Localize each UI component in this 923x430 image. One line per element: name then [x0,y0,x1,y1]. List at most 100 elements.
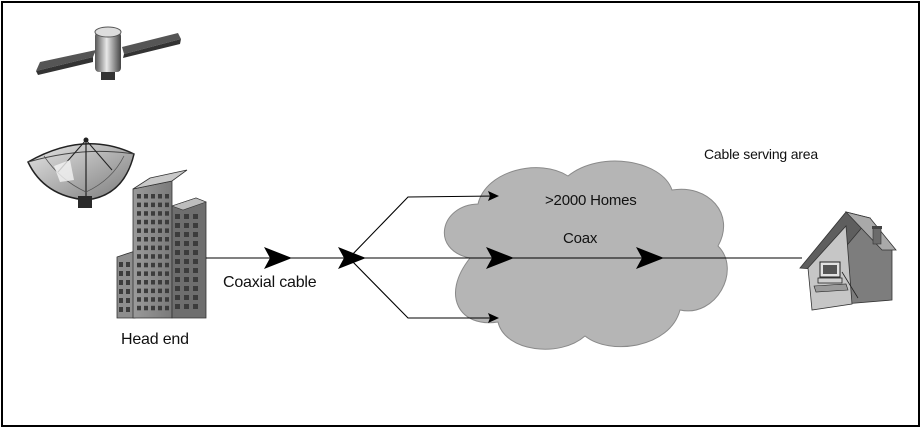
building-window [184,250,189,255]
building-window [165,194,169,199]
building-window [137,280,141,285]
building-window [184,259,189,264]
building-window [158,288,162,294]
building-window [119,280,123,285]
building-window [144,194,148,199]
building-window [184,277,189,282]
building-window [119,298,123,303]
building-window [175,259,180,264]
building-window [144,228,148,233]
building-window [137,297,141,302]
building-window [126,298,130,303]
building-window [137,305,141,311]
building-window [165,271,169,276]
building-window [193,304,198,309]
arrow-head [264,247,292,269]
building-window [184,223,189,228]
building-window [126,289,130,294]
building-window [137,202,141,208]
building-window [165,219,169,225]
building-window [137,219,141,225]
building-window [144,305,148,311]
building-window [126,271,130,276]
building-window [144,254,148,259]
building-window [175,286,180,291]
building-window [175,232,180,237]
building-window [175,268,180,273]
building-window [144,280,148,285]
signal-arrows [264,191,664,323]
building-window [137,237,141,242]
building-window [126,307,130,312]
building-window [165,245,169,251]
building-window [144,245,148,251]
building-window [137,245,141,251]
building-window [144,288,148,294]
building-window [158,262,162,268]
building-window [158,245,162,251]
arrow-head [486,247,514,269]
building-window [193,277,198,282]
building-window [165,202,169,208]
building-window [158,219,162,225]
building-window [158,280,162,285]
building-window [165,305,169,311]
building-window [119,307,123,312]
building-window [184,295,189,300]
building-window [151,271,155,276]
building-window [144,271,148,276]
building-window [158,305,162,311]
head-end-label: Head end [121,331,189,348]
building-window [119,289,123,294]
building-window [158,254,162,259]
building-window [151,297,155,302]
building-window [151,228,155,233]
building-window [175,250,180,255]
building-window [193,250,198,255]
cable-network-cloud [443,160,728,350]
building-window [158,297,162,302]
arrow-head [488,313,499,323]
building-window [151,262,155,268]
arrow-head [636,247,664,269]
building-window [144,202,148,208]
building-window [158,228,162,233]
building-window [151,202,155,208]
building-window [193,214,198,219]
building-window [165,262,169,268]
building-window [126,262,130,267]
building-window [137,288,141,294]
building-window [175,277,180,282]
building-window [175,304,180,309]
homes-count-label: >2000 Homes [545,192,637,209]
building-window [165,237,169,242]
coaxial-cable-label: Coaxial cable [223,274,317,291]
building-window [158,237,162,242]
building-window [126,280,130,285]
satellite-dish-icon [27,137,135,208]
building-window [158,202,162,208]
building-window [151,280,155,285]
building-window [144,211,148,216]
head-end-building-icon [116,169,207,319]
building-window [193,223,198,228]
building-window [158,194,162,199]
building-window [144,237,148,242]
building-window [151,219,155,225]
building-window [137,254,141,259]
building-window [184,214,189,219]
building-window [158,211,162,216]
building-window [184,232,189,237]
building-window [184,268,189,273]
building-window [165,228,169,233]
arrow-head [488,191,499,201]
building-window [158,271,162,276]
building-window [119,271,123,276]
building-window [165,211,169,216]
building-window [193,232,198,237]
building-window [144,297,148,302]
building-window [184,304,189,309]
arrow-head [338,247,366,269]
